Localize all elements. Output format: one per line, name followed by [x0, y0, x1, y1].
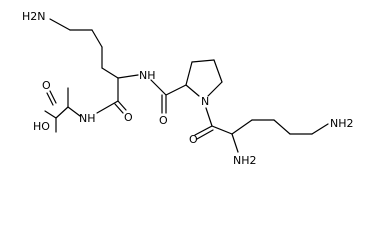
- bond: [67, 106, 81, 117]
- bond: [49, 18, 71, 31]
- bond: [194, 125, 213, 136]
- structure-svg: H2N NH O N O NH O HO O NH2 NH2: [22, 10, 354, 167]
- atom-label: NH: [139, 69, 156, 82]
- bond: [185, 84, 200, 97]
- bond: [114, 103, 124, 114]
- atom-label: N: [201, 95, 209, 108]
- atom-labels: H2N NH O N O NH O HO O NH2 NH2: [22, 10, 354, 167]
- bond: [213, 59, 223, 83]
- bond: [196, 129, 214, 140]
- bond: [46, 92, 54, 106]
- bond: [205, 107, 213, 127]
- bond: [231, 119, 253, 135]
- atom-label: O: [189, 133, 198, 146]
- atom-label: NH2: [233, 154, 257, 167]
- bond: [311, 123, 329, 135]
- bond: [44, 110, 57, 119]
- atom-label: O: [124, 111, 133, 124]
- bond: [211, 125, 233, 135]
- bond: [49, 90, 57, 104]
- bond: [191, 59, 215, 63]
- bond: [55, 106, 69, 119]
- atom-label: H2N: [22, 10, 46, 23]
- bond: [207, 81, 223, 97]
- atom-label: HO: [33, 120, 50, 133]
- bond: [91, 29, 103, 48]
- bonds: [44, 18, 329, 153]
- atom-label: O: [159, 114, 168, 127]
- atom-label: NH: [79, 112, 96, 125]
- bond: [165, 84, 187, 96]
- bond: [185, 61, 193, 86]
- bond: [150, 79, 167, 96]
- atom-label: O: [42, 79, 51, 92]
- bond: [101, 67, 119, 79]
- molecule-diagram: H2N NH O N O NH O HO O NH2 NH2: [22, 10, 354, 167]
- bond: [96, 100, 119, 114]
- bond: [273, 119, 291, 135]
- bond: [117, 74, 139, 79]
- bond: [231, 133, 239, 153]
- bond: [117, 100, 127, 111]
- atom-label: NH2: [330, 117, 354, 130]
